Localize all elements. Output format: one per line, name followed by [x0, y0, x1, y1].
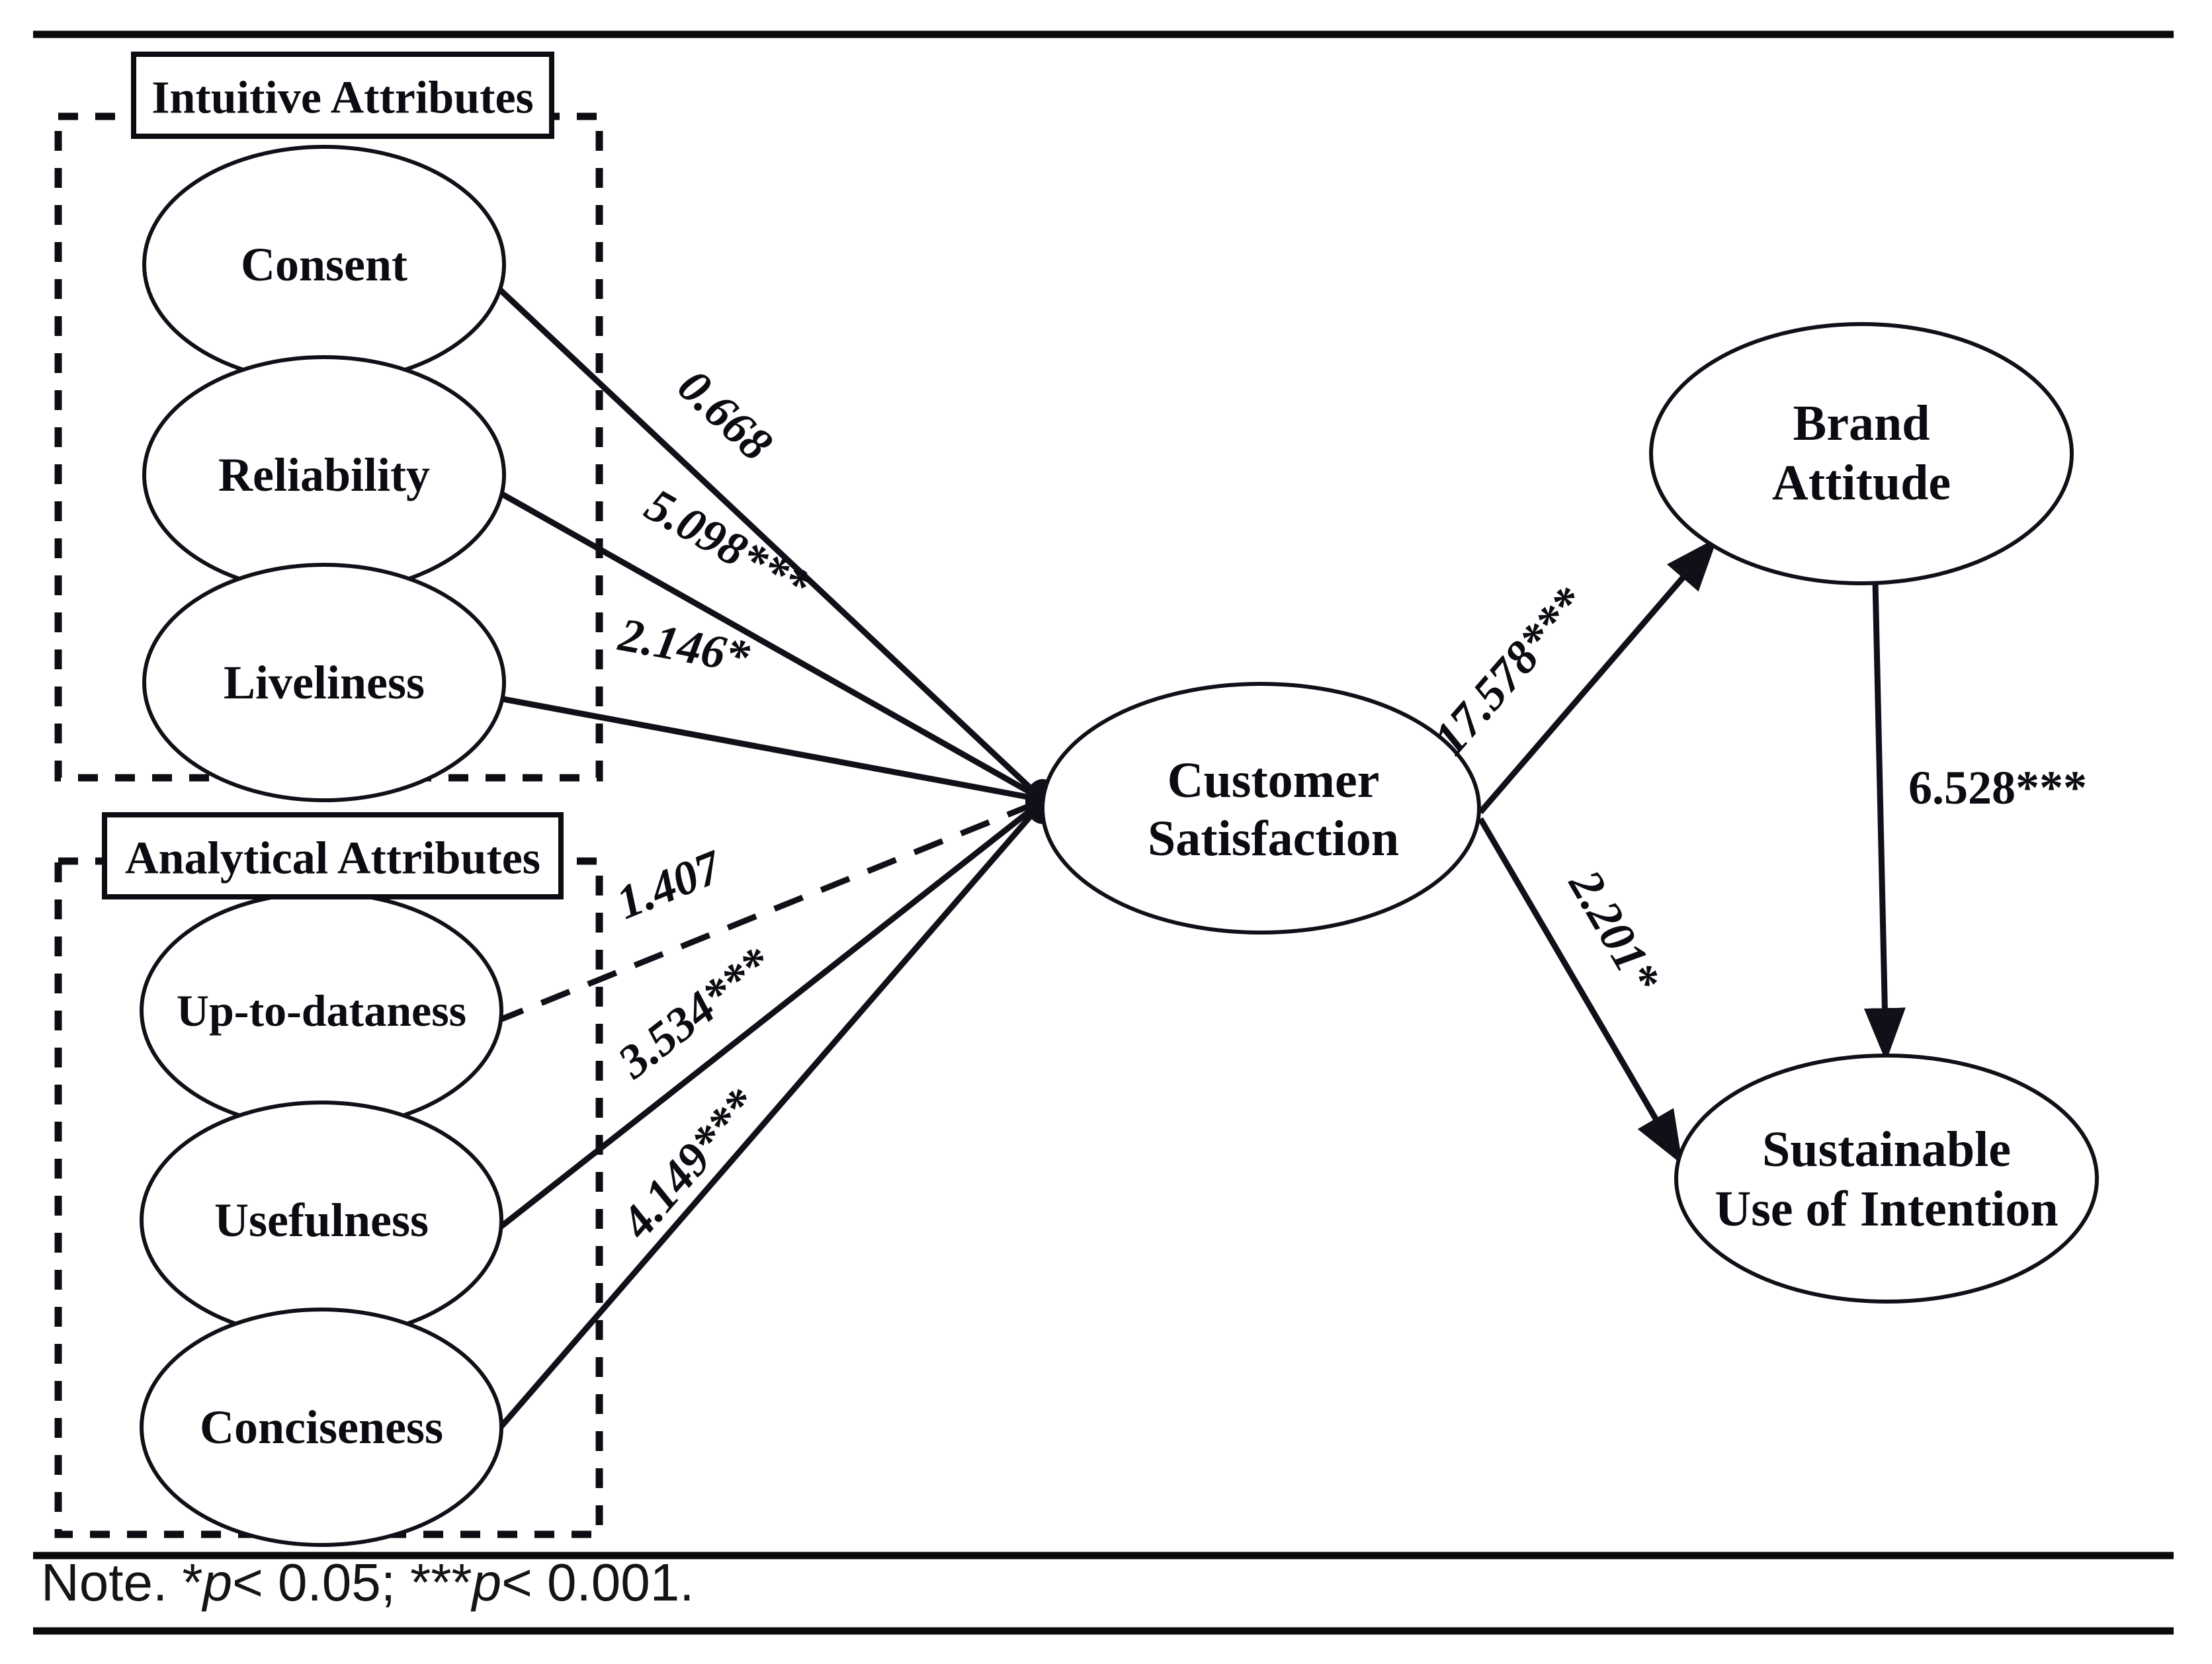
node-customer-satisfaction-label-line2: Satisfaction — [1148, 811, 1399, 866]
coef-label-customer-satisfaction-to-brand-attitude: 17.578*** — [1423, 577, 1596, 765]
path-customer-satisfaction-to-brand-attitude — [1478, 537, 1718, 814]
node-conciseness-label: Conciseness — [200, 1401, 443, 1454]
node-brand-attitude-label-line1: Brand — [1793, 395, 1930, 451]
node-liveliness[interactable] — [142, 563, 506, 802]
path-customer-satisfaction-to-sustainable-use — [1478, 817, 1683, 1165]
note-p-italic-1: p — [202, 1553, 233, 1612]
note-prefix: Note. * — [41, 1553, 203, 1612]
note-p-italic-2: p — [471, 1553, 502, 1612]
group-label-intuitive: Intuitive Attributes — [151, 73, 534, 124]
node-conciseness[interactable] — [140, 1308, 503, 1547]
node-customer-satisfaction[interactable] — [1041, 682, 1481, 935]
coef-label-liveliness-to-customer-satisfaction: 2.146* — [615, 608, 754, 684]
path-liveliness-to-customer-satisfaction — [495, 694, 1039, 802]
coef-label-conciseness-to-customer-satisfaction: 4.149*** — [610, 1078, 768, 1249]
node-brand-attitude-label-line2: Attitude — [1772, 455, 1951, 511]
path-brand-attitude-to-sustainable-use — [1863, 581, 1906, 1062]
node-customer-satisfaction-label-line1: Customer — [1168, 753, 1380, 808]
node-sustainable-use-label-line2: Use of Intention — [1715, 1181, 2058, 1237]
node-sustainable-use-label-line1: Sustainable — [1762, 1122, 2011, 1177]
coef-label-brand-attitude-to-sustainable-use: 6.528*** — [1908, 761, 2087, 814]
group-label-box-analytical — [102, 812, 564, 899]
node-uptodataness-label: Up-to-dataness — [177, 985, 466, 1036]
path-reliability-to-customer-satisfaction — [494, 488, 1041, 800]
node-usefulness-label: Usefulness — [214, 1194, 429, 1247]
coef-label-consent-to-customer-satisfaction: 0.668 — [668, 359, 783, 471]
node-brand-attitude[interactable] — [1649, 322, 2074, 585]
node-liveliness-label: Liveliness — [224, 656, 425, 709]
node-sustainable-use[interactable] — [1674, 1054, 2099, 1304]
figure-note: Note. *p< 0.05; ***p< 0.001. — [41, 1553, 694, 1612]
path-usefulness-to-customer-satisfaction — [493, 802, 1041, 1234]
group-label-analytical: Analytical Attributes — [125, 833, 540, 884]
path-conciseness-to-customer-satisfaction — [488, 805, 1041, 1440]
coef-label-uptodataness-to-customer-satisfaction: 1.407 — [609, 839, 730, 929]
node-consent-label: Consent — [241, 238, 407, 291]
node-reliability-label: Reliability — [218, 448, 430, 501]
coef-label-usefulness-to-customer-satisfaction: 3.534*** — [607, 936, 782, 1089]
note-mid: < 0.05; *** — [232, 1553, 472, 1612]
coef-label-reliability-to-customer-satisfaction: 5.098*** — [637, 478, 819, 612]
group-label-box-intuitive — [131, 52, 554, 139]
path-consent-to-customer-satisfaction — [488, 278, 1041, 798]
note-suffix: < 0.001. — [501, 1553, 694, 1612]
